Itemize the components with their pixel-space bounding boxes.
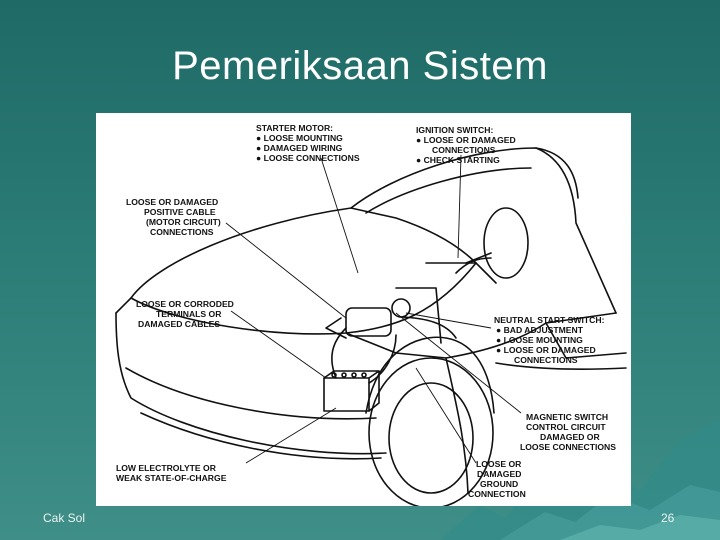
svg-text:STARTER MOTOR:: STARTER MOTOR:	[256, 123, 333, 133]
svg-text:POSITIVE CABLE: POSITIVE CABLE	[144, 207, 216, 217]
electrolyte-label: LOW ELECTROLYTE OR	[116, 463, 217, 473]
svg-text:LOOSE OR: LOOSE OR	[476, 459, 522, 469]
svg-text:DAMAGED CABLES: DAMAGED CABLES	[138, 319, 220, 329]
ground-connection-label: LOOSE OR	[476, 459, 522, 469]
magnetic-switch-label: MAGNETIC SWITCH	[526, 412, 608, 422]
svg-text:(MOTOR CIRCUIT): (MOTOR CIRCUIT)	[146, 217, 221, 227]
svg-text:LOW ELECTROLYTE OR: LOW ELECTROLYTE OR	[116, 463, 217, 473]
svg-text:● LOOSE MOUNTING: ● LOOSE MOUNTING	[256, 133, 343, 143]
svg-text:● LOOSE MOUNTING: ● LOOSE MOUNTING	[496, 335, 583, 345]
svg-text:DAMAGED: DAMAGED	[477, 469, 521, 479]
svg-text:CONTROL CIRCUIT: CONTROL CIRCUIT	[526, 422, 606, 432]
terminals-label: LOOSE OR CORRODED	[136, 299, 234, 309]
svg-text:IGNITION SWITCH:: IGNITION SWITCH:	[416, 125, 493, 135]
svg-text:CONNECTIONS: CONNECTIONS	[432, 145, 496, 155]
svg-text:● LOOSE OR DAMAGED: ● LOOSE OR DAMAGED	[496, 345, 596, 355]
svg-text:CONNECTION: CONNECTION	[468, 489, 526, 499]
footer-author: Cak Sol	[43, 511, 86, 525]
svg-text:● DAMAGED WIRING: ● DAMAGED WIRING	[256, 143, 343, 153]
svg-text:● LOOSE CONNECTIONS: ● LOOSE CONNECTIONS	[256, 153, 360, 163]
car-line-drawing: STARTER MOTOR: ● LOOSE MOUNTING ● DAMAGE…	[115, 123, 627, 506]
svg-text:LOOSE OR DAMAGED: LOOSE OR DAMAGED	[126, 197, 218, 207]
svg-text:● BAD ADJUSTMENT: ● BAD ADJUSTMENT	[496, 325, 584, 335]
slide-title: Pemeriksaan Sistem	[172, 44, 548, 88]
starter-system-diagram: STARTER MOTOR: ● LOOSE MOUNTING ● DAMAGE…	[96, 113, 631, 506]
svg-text:WEAK STATE-OF-CHARGE: WEAK STATE-OF-CHARGE	[116, 473, 227, 483]
svg-text:GROUND: GROUND	[480, 479, 518, 489]
svg-text:LOOSE CONNECTIONS: LOOSE CONNECTIONS	[520, 442, 616, 452]
svg-text:DAMAGED OR: DAMAGED OR	[540, 432, 600, 442]
svg-text:CONNECTIONS: CONNECTIONS	[514, 355, 578, 365]
starter-motor-label: STARTER MOTOR:	[256, 123, 333, 133]
neutral-start-switch-label: NEUTRAL START SWITCH:	[494, 315, 605, 325]
ignition-switch-label: IGNITION SWITCH:	[416, 125, 493, 135]
svg-text:NEUTRAL START SWITCH:: NEUTRAL START SWITCH:	[494, 315, 605, 325]
svg-text:TERMINALS OR: TERMINALS OR	[156, 309, 222, 319]
svg-text:● LOOSE OR DAMAGED: ● LOOSE OR DAMAGED	[416, 135, 516, 145]
svg-text:MAGNETIC SWITCH: MAGNETIC SWITCH	[526, 412, 608, 422]
svg-text:LOOSE OR CORRODED: LOOSE OR CORRODED	[136, 299, 234, 309]
svg-text:● CHECK STARTING: ● CHECK STARTING	[416, 155, 500, 165]
svg-text:CONNECTIONS: CONNECTIONS	[150, 227, 214, 237]
positive-cable-label: LOOSE OR DAMAGED	[126, 197, 218, 207]
page-number: 26	[661, 511, 675, 525]
